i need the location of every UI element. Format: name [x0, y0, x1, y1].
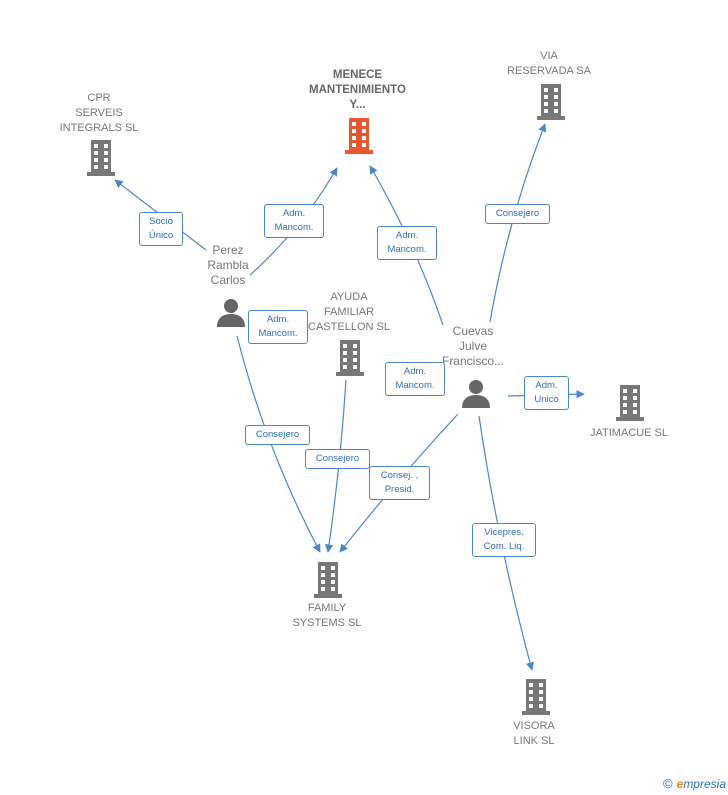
building-icon-cpr[interactable] [85, 140, 117, 181]
building-icon-ayuda[interactable] [334, 340, 366, 381]
logo-letter: e [676, 777, 684, 791]
company-label-visora[interactable]: VISORA LINK SL [513, 720, 555, 747]
edge-label-adm-mancom-perez-menece[interactable]: Adm. Mancom. [264, 204, 324, 238]
edge-label-consej-presid[interactable]: Consej. , Presid. [369, 466, 430, 500]
edge-line-e8 [236, 335, 321, 553]
edge-label-adm-mancom-cuevas-menece[interactable]: Adm. Mancom. [377, 226, 437, 260]
edge-label-consejero-perez-family[interactable]: Consejero [245, 425, 310, 445]
company-label-family[interactable]: FAMILY SYSTEMS SL [292, 602, 362, 629]
edge-label-adm-mancom-cuevas-ayuda[interactable]: Adm. Mancom. [385, 362, 445, 396]
building-icon-via[interactable] [535, 84, 567, 125]
building-icon-family[interactable] [312, 562, 344, 603]
person-label-cuevas[interactable]: Cuevas Julve Francisco... [441, 324, 504, 368]
person-icon-perez[interactable] [216, 297, 246, 332]
person-icon-cuevas[interactable] [461, 378, 491, 413]
edge-label-socio-unico[interactable]: Socio Único [139, 212, 183, 246]
copyright-symbol: © [663, 776, 673, 791]
company-label-cpr[interactable]: CPR SERVEIS INTEGRALS SL [59, 92, 139, 134]
building-icon-visora[interactable] [520, 679, 552, 720]
person-label-perez[interactable]: Perez Rambla Carlos [207, 243, 249, 287]
edge-label-consejero-via[interactable]: Consejero [485, 204, 550, 224]
company-label-via[interactable]: VIA RESERVADA SA [507, 50, 591, 77]
edge-label-vicepres-com-liq[interactable]: Vicepres. Com. Liq. [472, 523, 536, 557]
building-icon-menece[interactable] [343, 118, 375, 159]
company-label-jatimacue[interactable]: JATIMACUE SL [589, 427, 669, 439]
company-label-ayuda[interactable]: AYUDA FAMILIAR CASTELLON SL [308, 291, 390, 333]
edge-label-adm-mancom-perez-ayuda[interactable]: Adm. Mancom. [248, 310, 308, 344]
empresia-logo: ©empresia [663, 776, 726, 791]
edge-label-consejero-ayuda-family[interactable]: Consejero [305, 449, 370, 469]
building-icon-jatimacue[interactable] [614, 385, 646, 426]
company-label-menece[interactable]: MENECE MANTENIMIENTO Y... [309, 69, 406, 111]
logo-text: mpresia [683, 777, 726, 791]
edge-label-adm-unico[interactable]: Adm. Unico [524, 376, 569, 410]
